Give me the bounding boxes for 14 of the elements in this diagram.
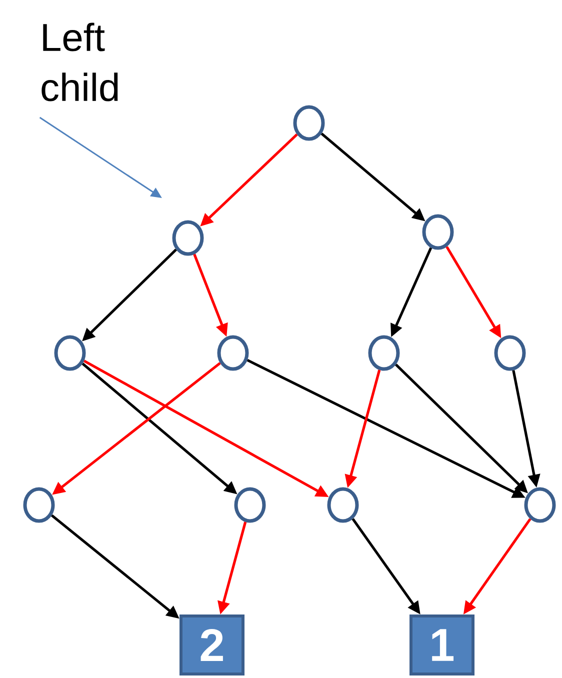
tree-node-circle bbox=[172, 220, 204, 256]
tree-node-circle bbox=[494, 335, 526, 371]
tree-node-circle bbox=[23, 487, 55, 523]
annotation-text: Left child bbox=[42, 22, 118, 102]
result-box: 1 bbox=[410, 614, 474, 676]
tree-node-circle bbox=[368, 335, 400, 371]
tree-node-circle bbox=[422, 214, 454, 250]
tree-node-circle bbox=[293, 105, 325, 141]
tree-node-circle bbox=[54, 335, 86, 371]
tree-node-circle bbox=[327, 487, 359, 523]
result-box: 2 bbox=[180, 614, 244, 676]
tree-node-circle bbox=[524, 487, 556, 523]
tree-node-circle bbox=[217, 335, 249, 371]
tree-node-circle bbox=[234, 487, 266, 523]
